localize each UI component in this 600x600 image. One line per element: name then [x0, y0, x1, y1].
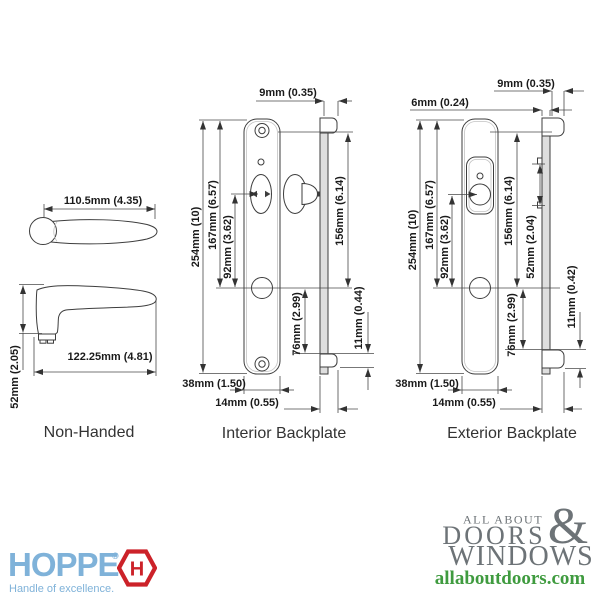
dim-exterior-width: 38mm (1.50) [395, 378, 459, 390]
dim-exterior-overall-height: 254mm (10) [407, 209, 419, 271]
dim-interior-depth: 14mm (0.55) [215, 397, 279, 409]
exterior-dimension-lines [410, 88, 586, 413]
dim-exterior-boss-span: 52mm (2.04) [525, 215, 537, 279]
dim-interior-handle-to-cylinder: 92mm (3.62) [222, 215, 234, 279]
interior-dimension-lines [199, 98, 374, 413]
dim-interior-cylinder-to-cap: 76mm (2.99) [291, 292, 303, 356]
dim-handle-side-height: 52mm (2.05) [9, 345, 21, 409]
interior-thumbturn-view [283, 174, 320, 214]
caption-non-handed: Non-Handed [43, 424, 135, 441]
dim-interior-overall-height: 254mm (10) [190, 206, 202, 268]
caption-interior-backplate: Interior Backplate [221, 425, 347, 442]
hoppe-tagline: Handle of excellence. [9, 583, 115, 595]
dim-interior-cap-height: 11mm (0.44) [353, 286, 365, 350]
dim-exterior-top-to-cylinder: 167mm (6.57) [424, 180, 436, 250]
aadw-ampersand: & [547, 498, 589, 555]
dim-interior-cap-to-cylinder: 156mm (6.14) [334, 176, 346, 246]
interior-backplate-front-view [243, 118, 281, 375]
hoppe-hexagon-icon: H [117, 549, 157, 587]
handle-side-view [19, 284, 157, 376]
hoppe-hexagon-letter: H [130, 559, 144, 581]
exterior-backplate-side-view [537, 117, 565, 375]
aadw-line1: ALL ABOUT [462, 512, 544, 527]
dim-handle-side-length: 122.25mm (4.81) [67, 351, 153, 363]
aadw-url: allaboutdoors.com [434, 568, 586, 589]
exterior-backplate-front-view [461, 118, 499, 375]
interior-backplate-side-view [319, 117, 338, 375]
dim-exterior-cap-height: 11mm (0.42) [566, 265, 578, 329]
dim-exterior-plate-depth: 6mm (0.24) [411, 97, 469, 109]
aadw-line3: WINDOWS [448, 541, 594, 572]
aadw-line2: DOORS [442, 521, 546, 550]
caption-exterior-backplate: Exterior Backplate [447, 425, 577, 442]
handle-top-view [29, 204, 158, 245]
dim-handle-top-length: 110.5mm (4.35) [63, 195, 143, 207]
dim-exterior-depth: 14mm (0.55) [432, 397, 496, 409]
dim-exterior-cap-depth: 9mm (0.35) [497, 78, 555, 90]
dim-exterior-cylinder-to-cap: 76mm (2.99) [506, 293, 518, 357]
dim-exterior-handle-to-cylinder: 92mm (3.62) [439, 215, 451, 279]
dim-interior-top-to-cylinder: 167mm (6.57) [207, 180, 219, 250]
dim-interior-cap-depth: 9mm (0.35) [259, 87, 317, 99]
dim-exterior-cap-to-cylinder: 156mm (6.14) [503, 176, 515, 246]
hoppe-wordmark: HOPPE [8, 546, 120, 583]
hoppe-registered-mark: ® [112, 551, 119, 561]
dim-interior-width: 38mm (1.50) [182, 378, 246, 390]
